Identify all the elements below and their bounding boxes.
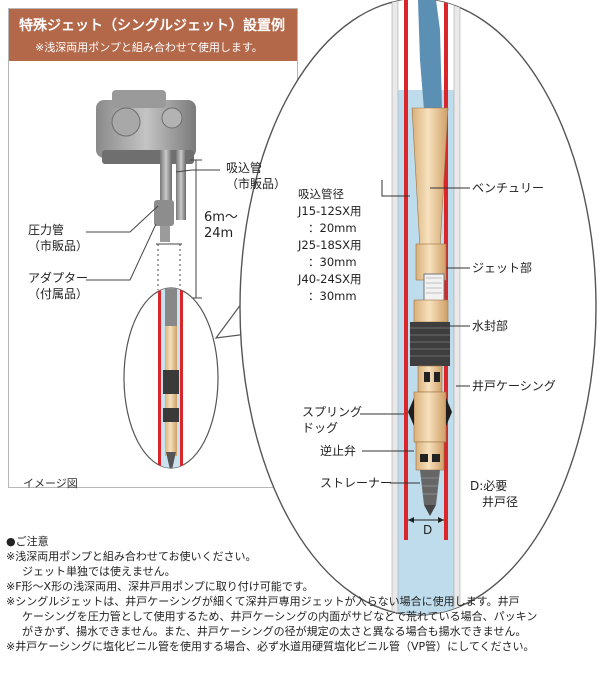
note-line: ※F形～X形の浅深両用、深井戸用ポンプに取り付け可能です。 <box>6 580 314 593</box>
note-line: ケーシングを圧力管として使用するため、井戸ケーシングの内面がサビなどで荒れている… <box>22 610 538 623</box>
panel-subtitle: ※浅深両用ポンプと組み合わせて使用します。 <box>35 41 263 54</box>
note-line: ※浅深両用ポンプと組み合わせてお使いください。 <box>6 550 257 563</box>
leader-suction-pipe <box>175 169 220 173</box>
suction-diameter-label: 吸込管径 J15-12SX用 ：20mm J25-18SX用 ：30mm J40… <box>298 187 362 303</box>
panel-header: 特殊ジェット（シングルジェット）設置例 ※浅深両用ポンプと組み合わせて使用します… <box>9 9 297 61</box>
water-seal-label: 水封部 <box>472 319 509 333</box>
note-line: ジェット単独では使えません。 <box>22 565 176 578</box>
notes-heading: ●ご注意 <box>6 535 49 548</box>
d-marker: D <box>423 523 433 537</box>
note-line: がきかず、揚水できません。また、井戸ケーシングの径が規定の太さと異なる場合も揚水… <box>22 625 527 638</box>
depth-label: 6m～ 24m <box>204 210 238 241</box>
note-line: ※シングルジェットは、井戸ケーシングが細くて深井戸専用ジェットが入らない場合に使… <box>6 595 520 608</box>
venturi-label: ベンチュリー <box>472 181 545 195</box>
leader-pressure-pipe <box>86 205 159 233</box>
panel-title: 特殊ジェット（シングルジェット）設置例 <box>19 18 285 34</box>
strainer-label: ストレーナー <box>320 476 393 490</box>
leader-adapter <box>86 223 157 281</box>
note-line: ※井戸ケーシングに塩化ビニル管を使用する場合、必ず水道用硬質塩化ビニル管（VP管… <box>6 640 535 653</box>
pressure-pipe-label: 圧力管 （市販品） <box>28 223 89 253</box>
suction-pipe-upper <box>160 150 172 202</box>
jet-part-label: ジェット部 <box>472 261 533 275</box>
well-casing-label: 井戸ケーシング <box>472 379 556 393</box>
adapter-shape <box>154 200 174 226</box>
suction-pipe-label: 吸込管 （市販品） <box>226 161 287 191</box>
small-well-view <box>123 287 219 469</box>
image-caption: イメージ図 <box>23 477 78 490</box>
check-valve-label: 逆止弁 <box>320 444 357 458</box>
adapter-label: アダプター （付属品） <box>28 271 89 301</box>
pressure-pipe-upper <box>176 150 186 220</box>
required-diameter-label: D:必要 井戸径 <box>470 479 519 509</box>
right-leaders <box>360 180 470 484</box>
caution-notes: ●ご注意 ※浅深両用ポンプと組み合わせてお使いください。 ジェット単独では使えま… <box>6 534 596 654</box>
zoom-contents <box>391 0 461 615</box>
spring-dog-label: スプリング ドッグ <box>302 405 363 435</box>
